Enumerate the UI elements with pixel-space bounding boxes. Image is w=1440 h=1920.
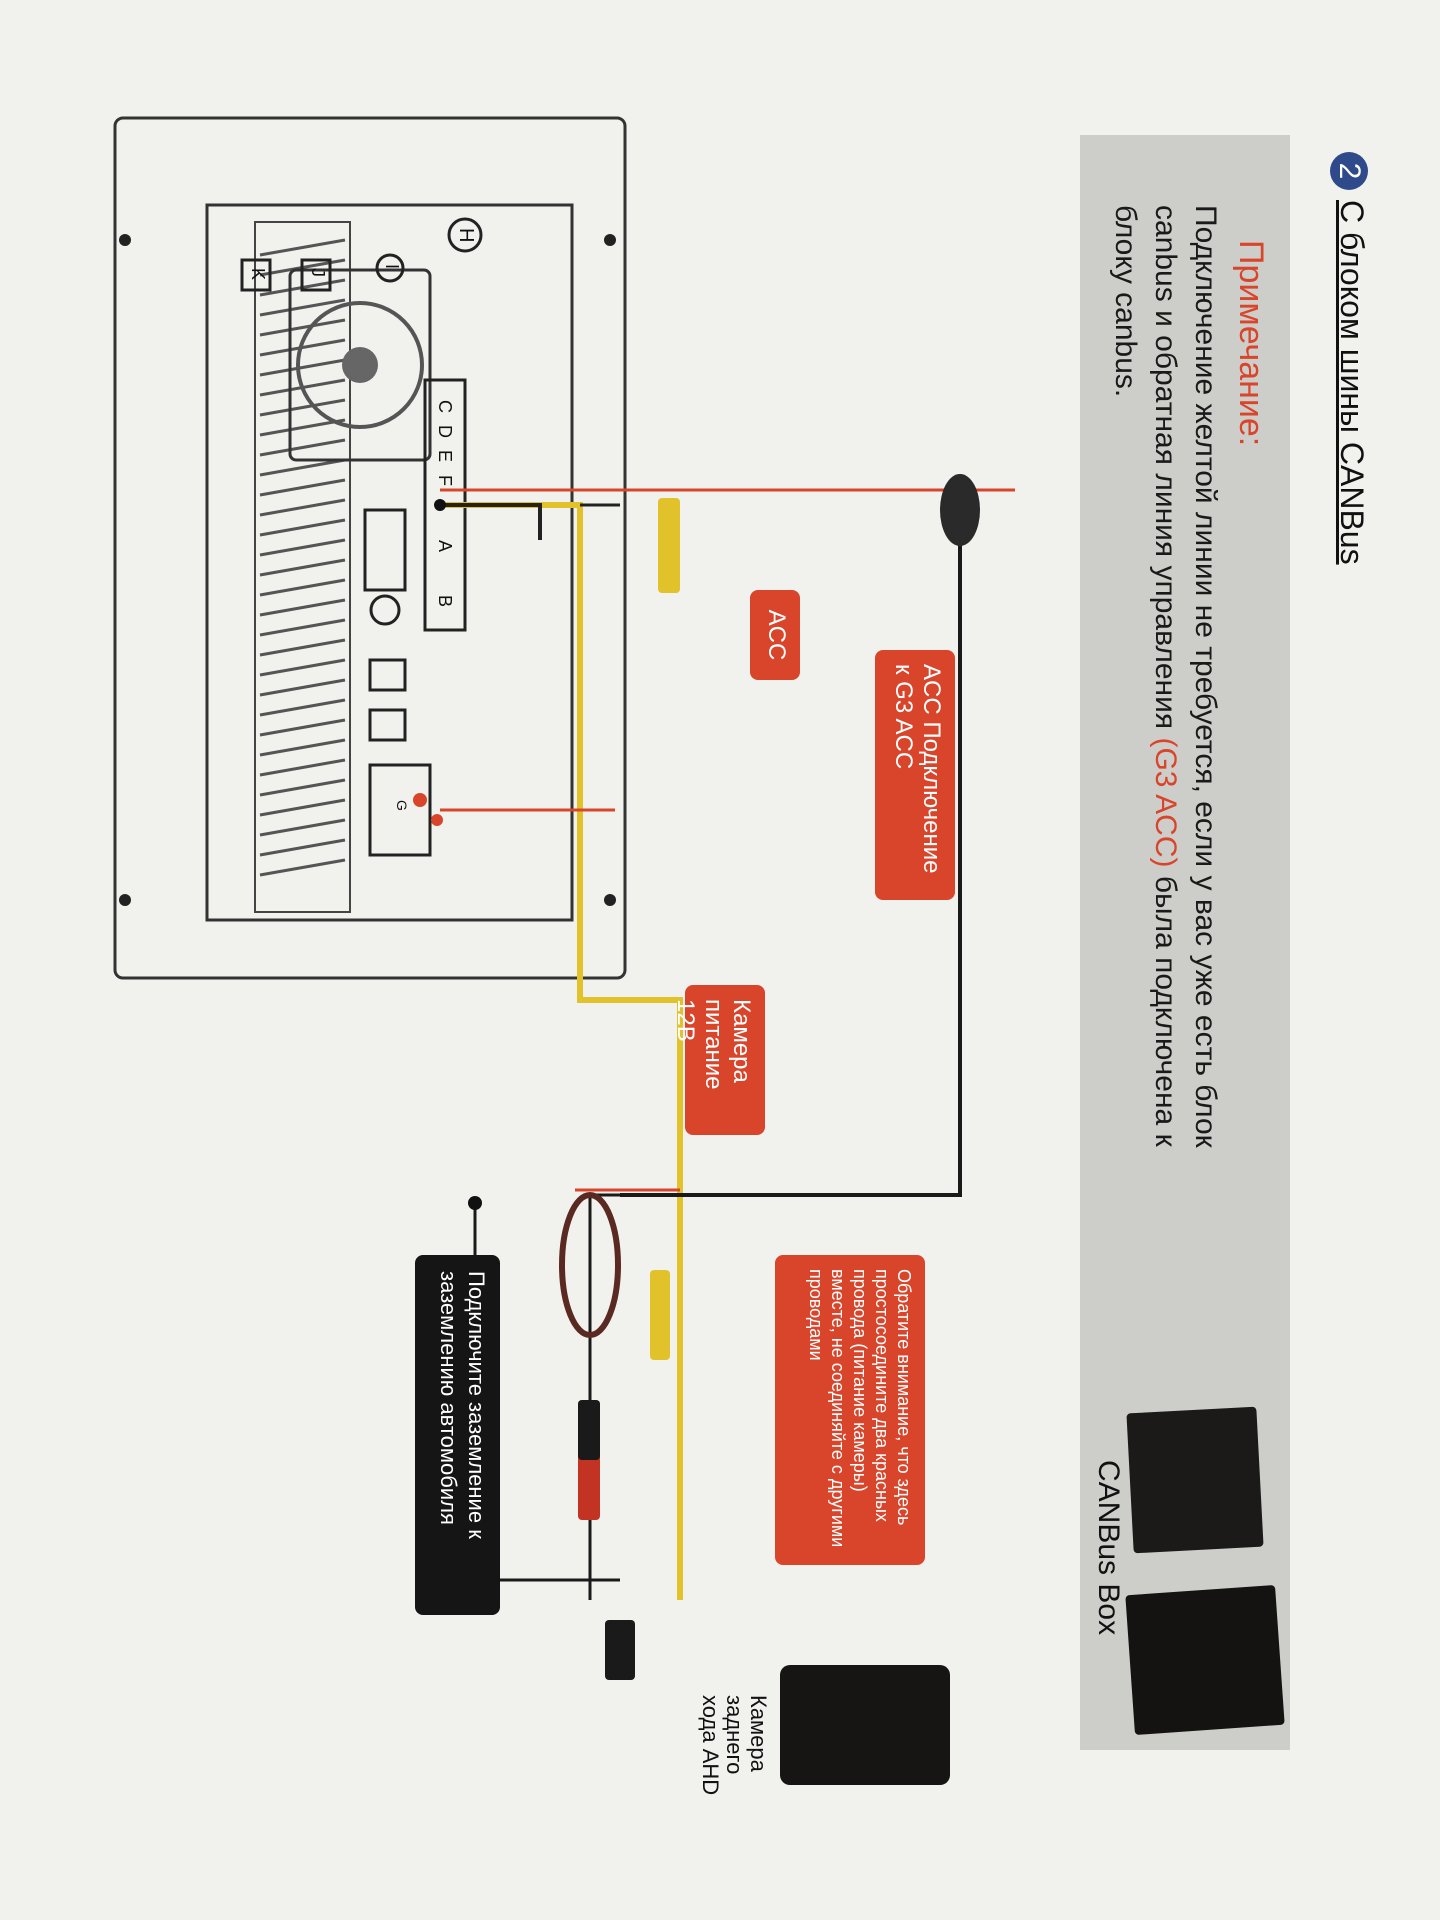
fan-hub [342,347,378,383]
usb-port-icon [368,658,407,692]
fan-icon [296,301,424,429]
port-label-a: A [435,540,455,553]
head-unit-heatsink [254,221,351,913]
screw-icon [604,234,616,246]
port-k-icon [240,258,272,292]
port-label-b: B [435,595,455,608]
fan-housing [288,268,432,462]
g3-acc-pin-icon [413,793,427,807]
attention-callout: Обратите внимание, что здесь простосоеди… [775,1255,925,1565]
usb-port-icon-2 [368,708,407,742]
port-label-h: H [455,228,477,243]
camera-plug-icon [605,1620,635,1680]
cable-bundle-icon [940,474,980,546]
port-h-icon [447,217,483,253]
junction-dot [431,814,443,826]
port-label-d: D [435,425,455,438]
port-j-icon [300,258,332,292]
port-label-k: K [248,268,268,281]
port-label-e: E [435,450,455,463]
screw-icon [604,894,616,906]
port-label-j: J [308,268,328,277]
acc-connect-callout: ACC Подключение к G3 ACC [875,650,955,900]
port-i-icon [375,253,405,283]
junction-dot-black [434,499,446,511]
head-unit-outline [113,116,627,980]
port-label-i: I [382,264,402,270]
screw-icon [119,234,131,246]
port-g-block [368,763,432,857]
hdmi-port-icon [363,508,407,592]
coiled-cable-icon [559,1192,621,1338]
main-black-wire [620,520,962,1197]
rear-camera-image [780,1665,950,1785]
rca-connector-icon-2 [650,1270,670,1360]
screw-icon [119,894,131,906]
port-label-g: G [394,800,410,811]
acc-label: ACC [750,590,800,680]
heatsink-fins [259,238,346,877]
ground-point-icon [468,1196,482,1210]
port-label-f: F [435,475,455,486]
camera-label: Камера заднего хода AHD [698,1695,771,1796]
port-label-c: C [435,400,455,413]
audio-port-icon [369,594,401,626]
head-unit-panel [205,203,574,922]
ground-callout: Подключите заземление к заземлению автом… [415,1255,500,1615]
black-wire-connector [440,503,542,540]
camera-power-callout: Камера питание 12В [672,985,765,1135]
rca-connector-icon [658,498,680,593]
power-plug-cap-icon [578,1400,600,1460]
